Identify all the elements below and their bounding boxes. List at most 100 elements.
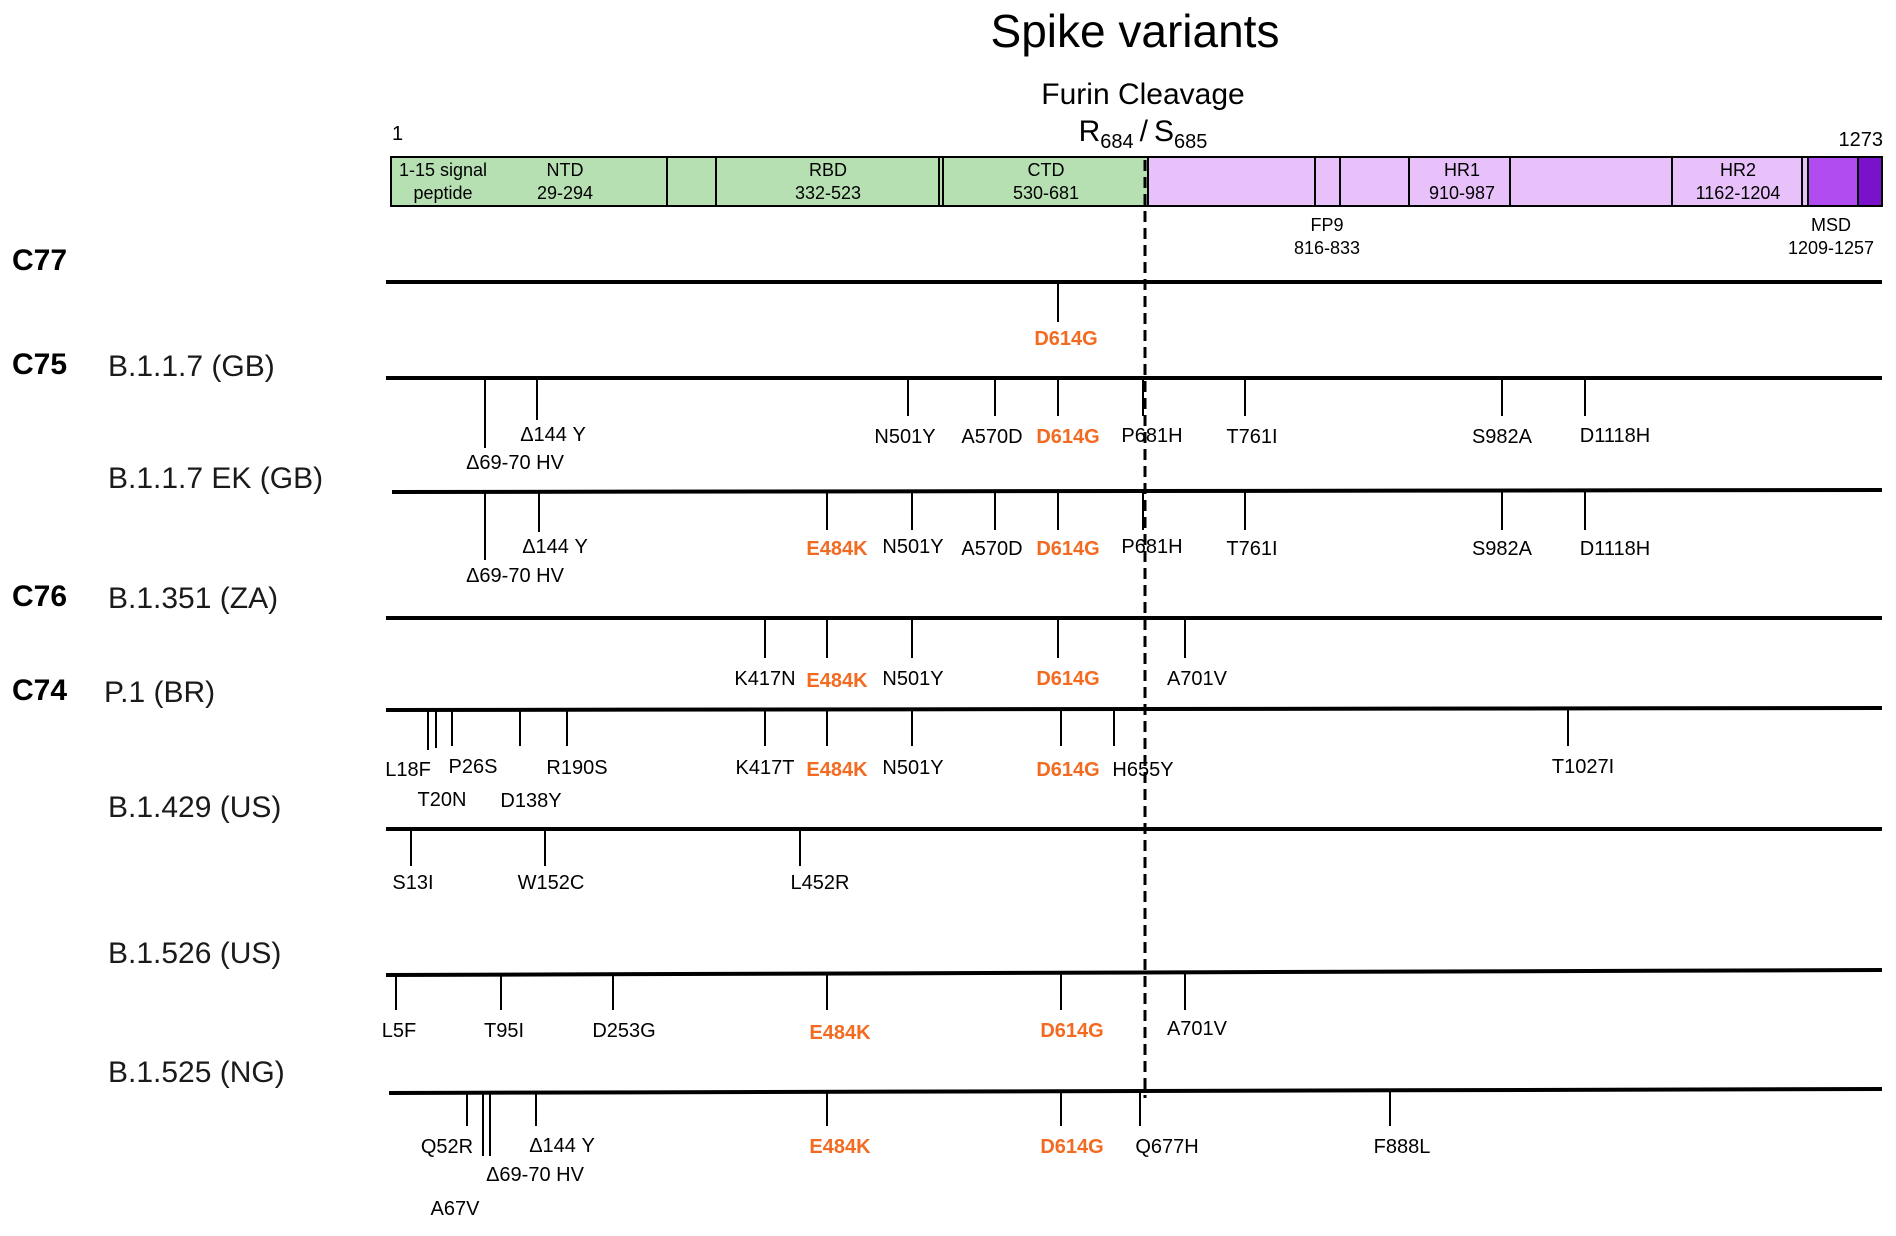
mutation-label: F888L xyxy=(1374,1136,1431,1158)
mutation-label: S982A xyxy=(1472,426,1533,448)
mutation-label: D138Y xyxy=(500,790,561,812)
mutation-label: D614G xyxy=(1036,759,1099,781)
mutation-label: D614G xyxy=(1040,1020,1103,1042)
mutation-label: N501Y xyxy=(882,757,943,779)
lineage-label-b1525: B.1.525 (NG) xyxy=(108,1056,285,1089)
cytoplasmic-tail xyxy=(1857,156,1883,207)
mutation-label: D614G xyxy=(1036,426,1099,448)
mutation-label: A570D xyxy=(961,538,1022,560)
mutation-label: N501Y xyxy=(874,426,935,448)
figure-title: Spike variants xyxy=(991,5,1280,57)
mutation-label: S982A xyxy=(1472,538,1533,560)
mutation-label: K417N xyxy=(734,668,795,690)
lineage-label-b1351: B.1.351 (ZA) xyxy=(108,582,278,615)
mutation-label: P681H xyxy=(1121,425,1182,447)
mutation-label: E484K xyxy=(806,538,868,560)
mutation-label: D1118H xyxy=(1580,425,1650,447)
mutation-label: D614G xyxy=(1036,538,1099,560)
furin-site1-letter: R xyxy=(1079,115,1101,148)
mutation-label: E484K xyxy=(809,1136,871,1158)
mutation-label: L18F xyxy=(385,759,431,781)
fp9-range: 816-833 xyxy=(1294,238,1360,258)
s1-region xyxy=(390,156,1149,207)
mutation-label: D614G xyxy=(1040,1136,1103,1158)
mutation-label: S13I xyxy=(392,872,433,894)
domain-bar: 1-15 signal peptide NTD 29-294 RBD 332-5… xyxy=(390,156,1883,258)
furin-site2-pos: 685 xyxy=(1174,131,1207,153)
group-label-b1351: C76 xyxy=(12,580,67,613)
mutation-label: A570D xyxy=(961,426,1022,448)
lineage-label-b117: B.1.1.7 (GB) xyxy=(108,350,275,383)
mutation-label: K417T xyxy=(736,757,795,779)
mutation-label: T95I xyxy=(484,1020,524,1042)
mutation-label: N501Y xyxy=(882,536,943,558)
variant-row-b117ek: B.1.1.7 EK (GB) Δ69-70 HV Δ144 Y E484K N501Y… xyxy=(108,462,1883,587)
mutation-label: R190S xyxy=(546,757,607,779)
mutation-label: Δ144 Y xyxy=(520,424,586,446)
mutation-label: W152C xyxy=(518,872,585,894)
furin-label: Furin Cleavage xyxy=(1041,78,1244,111)
sequence-line-b1526 xyxy=(385,968,1883,977)
signal-peptide-range: peptide xyxy=(413,183,472,203)
sequence-line-p1 xyxy=(385,706,1883,712)
mutation-label: D614G xyxy=(1036,668,1099,690)
variant-row-b1526: B.1.526 (US) L5F T95I D253G E484K D614G A701V xyxy=(108,937,1883,1044)
mutation-label: L5F xyxy=(382,1020,416,1042)
msd-range: 1209-1257 xyxy=(1788,238,1874,258)
group-label-p1: C74 xyxy=(12,674,67,707)
ctd-range: 530-681 xyxy=(1013,183,1079,203)
furin-site2-letter: S xyxy=(1154,115,1174,148)
rbd-range: 332-523 xyxy=(795,183,861,203)
ntd-range: 29-294 xyxy=(537,183,593,203)
msd-region xyxy=(1807,156,1859,207)
mutation-label: L452R xyxy=(791,872,850,894)
mutation-label: D1118H xyxy=(1580,538,1650,560)
protein-start-label: 1 xyxy=(392,123,403,145)
mutation-label: D253G xyxy=(592,1020,655,1042)
fp9-label: FP9 xyxy=(1310,215,1343,235)
hr1-range: 910-987 xyxy=(1429,183,1495,203)
sequence-line-b1525 xyxy=(388,1087,1883,1095)
mutation-label: E484K xyxy=(806,670,868,692)
mutation-label: Δ69-70 HV xyxy=(466,565,565,587)
mutation-label: Q52R xyxy=(421,1136,473,1158)
signal-peptide-label: 1-15 signal xyxy=(399,160,487,180)
lineage-label-b1526: B.1.526 (US) xyxy=(108,937,281,970)
mutation-label: T20N xyxy=(418,789,467,811)
mutation-label: E484K xyxy=(809,1022,871,1044)
sequence-line-b117ek xyxy=(391,488,1883,494)
mutation-label: Δ69-70 HV xyxy=(486,1164,585,1186)
hr2-range: 1162-1204 xyxy=(1696,183,1781,203)
mutation-label: A701V xyxy=(1167,1018,1228,1040)
mutation-label: Δ144 Y xyxy=(529,1135,595,1157)
domain-labels: 1-15 signal peptide NTD 29-294 RBD 332-5… xyxy=(399,160,1780,203)
s2-region xyxy=(1147,156,1809,207)
mutation-label: E484K xyxy=(806,759,868,781)
ntd-label: NTD xyxy=(547,160,584,180)
mutation-label: D614G xyxy=(1034,328,1097,350)
mutation-label: Q677H xyxy=(1135,1136,1198,1158)
furin-site: R684/S685 xyxy=(1079,115,1208,153)
mutation-label: A67V xyxy=(431,1198,481,1220)
mutation-label: P26S xyxy=(449,756,498,778)
lineage-label-b117ek: B.1.1.7 EK (GB) xyxy=(108,462,323,495)
mutation-label: T761I xyxy=(1226,538,1277,560)
mutation-label: T1027I xyxy=(1552,756,1614,778)
mutation-label: P681H xyxy=(1121,536,1182,558)
hr2-label: HR2 xyxy=(1720,160,1756,180)
mutation-label: Δ144 Y xyxy=(522,536,588,558)
lineage-label-p1: P.1 (BR) xyxy=(104,676,215,709)
hr1-label: HR1 xyxy=(1444,160,1480,180)
mutation-label: Δ69-70 HV xyxy=(466,452,565,474)
mutation-label: T761I xyxy=(1226,426,1277,448)
furin-separator: / xyxy=(1140,115,1149,148)
ctd-label: CTD xyxy=(1028,160,1065,180)
msd-label: MSD xyxy=(1811,215,1851,235)
